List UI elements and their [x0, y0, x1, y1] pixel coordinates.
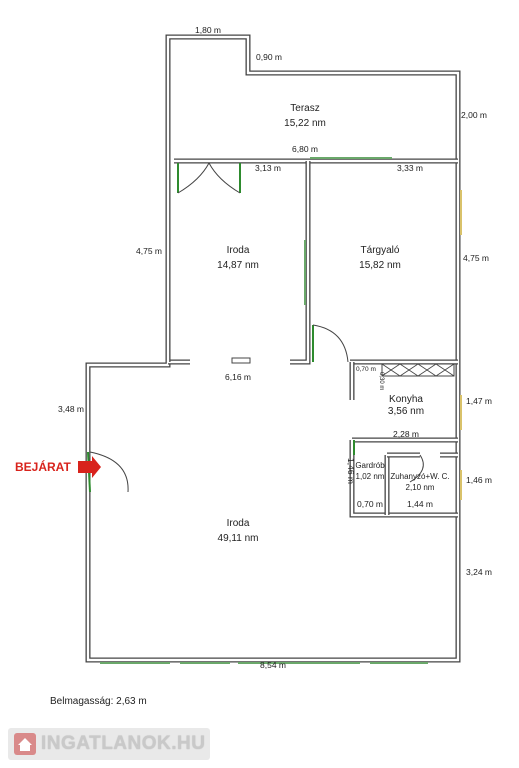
- dim-left-upper-height: 4,75 m: [136, 246, 162, 256]
- room-office-small-area: 14,87 nm: [217, 260, 259, 271]
- room-terrace-name: Terasz: [290, 103, 319, 114]
- entrance-marker: BEJÁRAT: [15, 456, 101, 478]
- outer-walls: [85, 34, 461, 663]
- ceiling-height-note: Belmagasság: 2,63 m: [50, 696, 147, 707]
- house-icon: [14, 733, 36, 755]
- logo: INGATLANOK.HU: [8, 728, 210, 760]
- kitchen-counter: [381, 363, 455, 377]
- dim-terrace-width: 6,80 m: [292, 144, 318, 154]
- dim-kitchen-height: 1,47 m: [466, 396, 492, 406]
- doors: [87, 162, 424, 493]
- dim-bottom-width: 8,54 m: [260, 660, 286, 670]
- dim-kitchen-width: 2,28 m: [393, 429, 419, 439]
- room-meeting-area: 15,82 nm: [359, 260, 401, 271]
- dim-middle-width: 6,16 m: [225, 372, 251, 382]
- logo-text: INGATLANOK.HU: [41, 733, 206, 754]
- room-wardrobe-name: Gardrób: [355, 461, 385, 470]
- column-marker: [231, 357, 251, 364]
- dim-wardrobe-height: 1,46 m: [346, 458, 356, 484]
- dim-terrace-right: 2,00 m: [461, 110, 487, 120]
- room-office-large-area: 49,11 nm: [218, 533, 259, 544]
- dim-bath-width: 1,44 m: [407, 499, 433, 509]
- room-terrace-area: 15,22 nm: [284, 118, 326, 129]
- entrance-label: BEJÁRAT: [15, 459, 71, 474]
- dim-top-step: 0,90 m: [256, 52, 282, 62]
- room-labels: Terasz 15,22 nm Iroda 14,87 nm Tárgyaló …: [217, 103, 450, 544]
- room-bath-name: Zuhanyzó+W. C.: [390, 472, 449, 481]
- room-bath-area: 2,10 nm: [406, 483, 435, 492]
- dim-office-small-width: 3,13 m: [255, 163, 281, 173]
- dim-wardrobe-width: 0,70 m: [357, 499, 383, 509]
- dimension-labels: 1,80 m 0,90 m 2,00 m 6,80 m 3,13 m 3,33 …: [58, 25, 492, 670]
- dim-kitchen-small-2: 0,30 m: [378, 372, 384, 390]
- room-meeting-name: Tárgyaló: [361, 245, 400, 256]
- room-kitchen-name: Konyha: [389, 394, 423, 405]
- dim-right-upper-height: 4,75 m: [463, 253, 489, 263]
- dim-kitchen-small-1: 0,70 m: [356, 366, 376, 373]
- dim-top-width: 1,80 m: [195, 25, 221, 35]
- dim-bath-height: 1,46 m: [466, 475, 492, 485]
- room-kitchen-area: 3,56 nm: [388, 406, 424, 417]
- dim-meeting-width: 3,33 m: [397, 163, 423, 173]
- room-wardrobe-area: 1,02 nm: [356, 472, 385, 481]
- dim-left-entry-height: 3,48 m: [58, 404, 84, 414]
- dim-right-lower-height: 3,24 m: [466, 567, 492, 577]
- interior-walls: [165, 158, 458, 518]
- windows: [100, 157, 462, 664]
- room-office-large-name: Iroda: [227, 518, 250, 529]
- entrance-arrow-icon: [78, 456, 101, 478]
- room-office-small-name: Iroda: [227, 245, 250, 256]
